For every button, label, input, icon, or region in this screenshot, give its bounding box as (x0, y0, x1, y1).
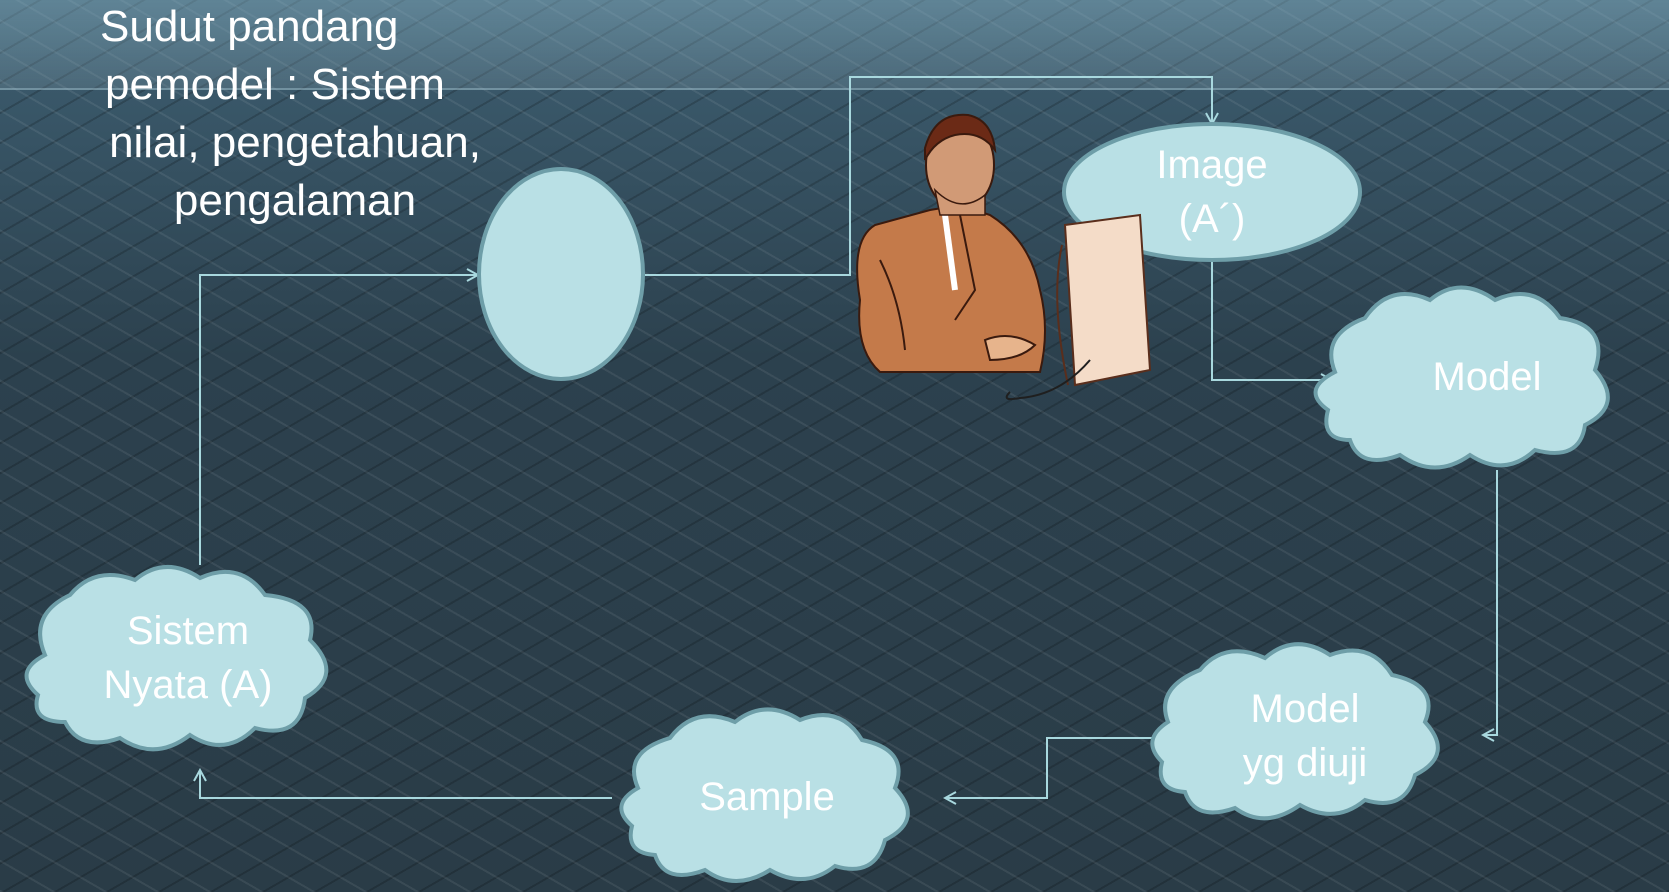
image-label-line-2: (A´) (1112, 192, 1312, 246)
connector-image-to-model (1212, 262, 1332, 380)
sistem-nyata-label: Sistem Nyata (A) (68, 604, 308, 712)
sistem-nyata-line-2: Nyata (A) (68, 658, 308, 712)
annotation-line-1: Sudut pandang (60, 0, 530, 56)
annotation-text: Sudut pandang pemodel : Sistem nilai, pe… (60, 0, 530, 230)
model-diuji-label: Model yg diuji (1205, 682, 1405, 790)
annotation-line-3: nilai, pengetahuan, (60, 114, 530, 172)
model-diuji-line-1: Model (1205, 682, 1405, 736)
annotation-line-4: pengalaman (60, 172, 530, 230)
image-label: Image (A´) (1112, 138, 1312, 246)
connector-model-to-diuji (1483, 470, 1497, 735)
model-diuji-line-2: yg diuji (1205, 736, 1405, 790)
connector-sistem-to-perception (200, 275, 478, 565)
model-label: Model (1387, 350, 1587, 404)
connector-sample-to-sistem (200, 770, 612, 798)
annotation-line-2: pemodel : Sistem (60, 56, 530, 114)
sistem-nyata-line-1: Sistem (68, 604, 308, 658)
image-label-line-1: Image (1112, 138, 1312, 192)
connector-diuji-to-sample (945, 738, 1152, 798)
sample-label: Sample (667, 770, 867, 824)
